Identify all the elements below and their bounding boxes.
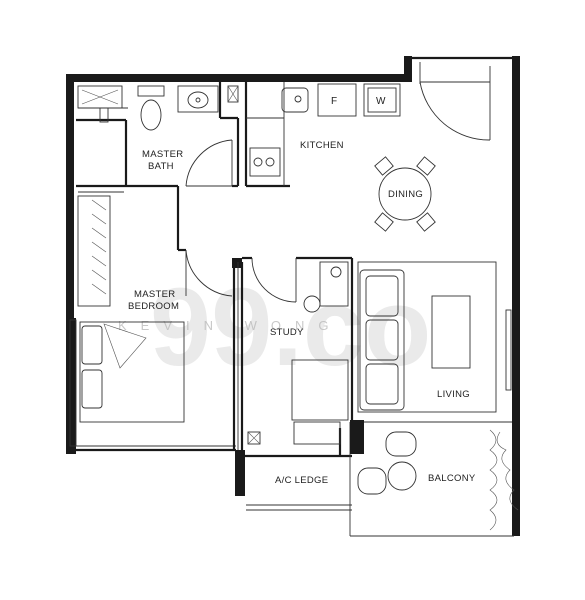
fridge-label: F — [331, 96, 337, 107]
ac-ledge-label: A/C LEDGE — [275, 475, 328, 486]
dining-label: DINING — [388, 189, 423, 200]
living-furniture — [357, 261, 497, 413]
watermark-agent: KEVIN WONG — [118, 318, 343, 333]
study-furniture — [247, 261, 349, 445]
kitchen-fixtures: F W — [246, 82, 401, 186]
balcony-label: BALCONY — [428, 473, 476, 484]
balcony-furniture — [357, 429, 519, 531]
master-bath-label-line1: MASTER — [142, 149, 183, 160]
room-labels: MASTER BATH KITCHEN DINING MASTER BEDROO… — [128, 140, 476, 486]
master-bath-label-line2: BATH — [148, 161, 174, 172]
living-label: LIVING — [437, 389, 470, 400]
bath-fixtures — [99, 85, 239, 131]
master-bedroom-label-line2: BEDROOM — [128, 301, 179, 312]
outer-walls — [66, 56, 520, 537]
master-bedroom-label-line1: MASTER — [134, 289, 175, 300]
washer-label: W — [376, 96, 386, 107]
doors — [69, 62, 512, 447]
dining-table — [374, 156, 436, 232]
study-label: STUDY — [270, 327, 304, 338]
watermark-logo: 99.co — [150, 266, 431, 389]
interior-walls — [76, 82, 354, 456]
watermark: 99.co KEVIN WONG — [118, 266, 431, 389]
bedroom-furniture — [77, 195, 185, 423]
kitchen-label: KITCHEN — [300, 140, 344, 151]
